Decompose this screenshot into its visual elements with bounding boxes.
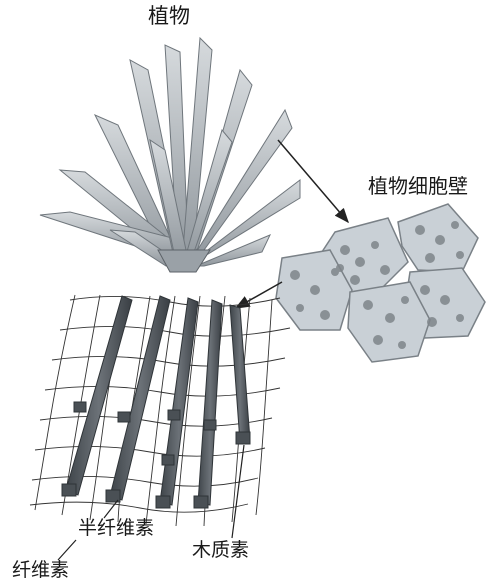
fiber-mesh-illustration [30, 295, 290, 560]
hemicellulose-label: 半纤维素 [78, 519, 154, 538]
cellulose-label: 纤维素 [12, 561, 69, 580]
plant-illustration [40, 38, 300, 272]
cell-wall-label: 植物细胞壁 [368, 176, 468, 196]
lignin-label: 木质素 [192, 541, 249, 560]
cell-wall-illustration [276, 204, 485, 362]
arrow-plant-to-cell-wall [278, 140, 348, 222]
plant-label: 植物 [148, 6, 190, 27]
